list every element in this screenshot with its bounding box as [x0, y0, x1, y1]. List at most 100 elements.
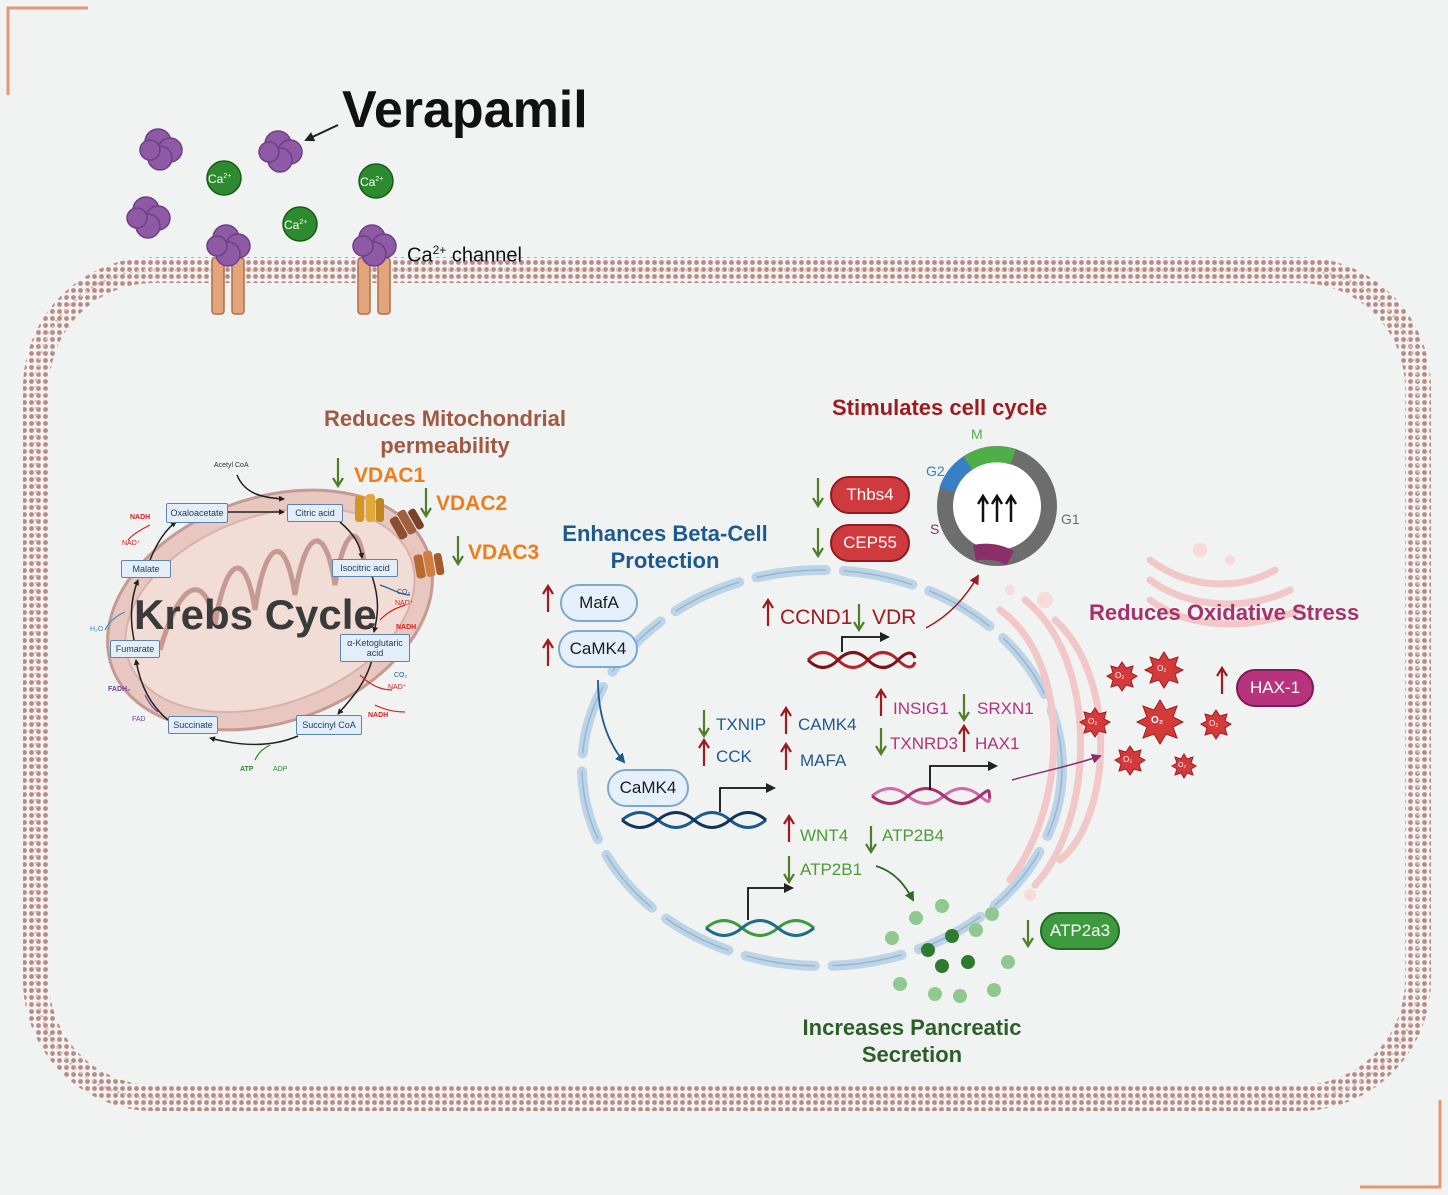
mito-heading: Reduces Mitochondrial permeability	[323, 406, 567, 458]
gene-cck: CCK	[716, 747, 752, 766]
atp-label: ATP	[240, 766, 254, 773]
ros-label: O₂	[1123, 755, 1133, 764]
camk4-pill: CaMK4	[558, 630, 638, 668]
verapamil-molecule	[139, 128, 183, 171]
calcium-ion-label: Ca2+	[208, 172, 232, 186]
ca-channel-left	[211, 257, 245, 315]
calcium-ion	[358, 163, 394, 199]
isocitric-acid-box: Isocitric acid	[332, 559, 398, 577]
fad-label: FAD	[132, 716, 146, 723]
transcription-arrows	[719, 632, 998, 920]
calcium-ion	[282, 206, 318, 242]
ros-label: O₂	[1178, 762, 1187, 769]
krebs-side-arrows	[104, 524, 411, 761]
h2o-label: H₂O	[90, 626, 104, 633]
acetyl-coa-label: Acetyl CoA	[214, 462, 249, 469]
dna-blue	[621, 811, 767, 829]
nuclear-camk4-pill: CaMK4	[607, 769, 689, 807]
nadh-label: NADH	[130, 514, 151, 521]
verapamil-arrow	[304, 124, 339, 142]
regulation-arrows	[332, 458, 1228, 949]
phase-m-label: M	[971, 426, 983, 442]
phase-g2-arc	[939, 456, 973, 493]
frame-corner-top-left	[6, 6, 88, 95]
oxidative-heading: Reduces Oxidative Stress	[1089, 600, 1360, 625]
ros-star	[1106, 661, 1138, 692]
verapamil-molecule	[258, 130, 303, 173]
golgi-apparatus	[996, 556, 1304, 889]
nucleus-outline	[581, 569, 1063, 967]
calcium-ion-label: Ca2+	[360, 175, 384, 189]
up-arrows	[542, 583, 1228, 842]
vdac3-channel	[413, 550, 445, 579]
secretion-heading: Increases Pancreatic Secretion	[802, 1015, 1022, 1067]
secretory-granules	[885, 899, 1015, 1003]
verapamil-molecules	[126, 128, 397, 267]
vdac1-channel	[355, 494, 384, 522]
calcium-ion-label: Ca2+	[284, 218, 308, 232]
vdac2-channel	[389, 508, 424, 540]
nadh-label: NADH	[396, 624, 417, 631]
down-arrows	[332, 458, 1034, 949]
gene-txnip: TXNIP	[716, 715, 767, 734]
mitochondrion	[106, 488, 434, 732]
gene-mafa: MAFA	[800, 751, 847, 770]
ros-star	[1200, 709, 1232, 740]
ros-label: O₂	[1115, 671, 1125, 680]
ros-particles	[1079, 651, 1232, 779]
ros-star	[1171, 753, 1197, 779]
cell-cycle-wheel	[937, 446, 1057, 566]
oxidative-arrow	[1011, 754, 1102, 781]
nad-label: NAD⁺	[122, 540, 141, 547]
frame-corner-bottom-right	[1360, 1100, 1442, 1189]
ros-label: O₂	[1088, 717, 1098, 726]
secretion-arrow	[875, 865, 914, 902]
ca-channel-label: Ca2+ channel	[407, 243, 522, 267]
cell-cycle-heading: Stimulates cell cycle	[832, 395, 1048, 420]
membrane-tails	[34, 268, 1420, 1100]
ros-star	[1135, 699, 1185, 745]
page-title: Verapamil	[342, 81, 588, 139]
malate-box: Malate	[121, 560, 171, 578]
nadh-label: NADH	[368, 712, 389, 719]
gene-atp2b1: ATP2B1	[800, 860, 863, 879]
vdac3-label: VDAC3	[468, 541, 540, 564]
phase-g2-label: G2	[926, 463, 945, 479]
thbs4-pill: Thbs4	[830, 476, 910, 514]
krebs-arrows	[130, 474, 379, 746]
co2-label: CO₂	[397, 589, 411, 596]
calcium-ion	[206, 160, 242, 196]
verapamil-molecule	[126, 196, 171, 239]
verapamil-molecule	[206, 224, 251, 267]
ca-channel-right	[357, 257, 391, 315]
vesicles	[1005, 543, 1235, 901]
ros-label: O₂	[1157, 664, 1167, 673]
gene-hax1: HAX1	[975, 734, 1020, 753]
mafa-pill: MafA	[560, 584, 638, 622]
phase-g1-label: G1	[1061, 511, 1080, 527]
ros-star	[1079, 707, 1111, 738]
atp2a3-pill: ATP2a3	[1040, 912, 1120, 950]
cep55-pill: CEP55	[830, 524, 910, 562]
ros-star	[1114, 745, 1146, 776]
dna-magenta	[871, 787, 992, 805]
dna-green	[705, 919, 815, 937]
gene-txnrd3: TXNRD3	[890, 734, 959, 753]
nad-label: NAD⁺	[395, 600, 414, 607]
camk4-translocation-arrow	[597, 679, 626, 764]
phase-m-arc	[963, 446, 1016, 470]
gene-ccnd1: CCND1	[780, 606, 853, 629]
nad-label: NAD⁺	[388, 684, 407, 691]
succinyl-coa-box: Succinyl CoA	[296, 715, 362, 735]
oxaloacetate-box: Oxaloacetate	[166, 503, 228, 523]
alpha-ketoglutaric-acid-box: α-Ketoglutaric acid	[340, 634, 410, 662]
succinate-box: Succinate	[168, 716, 218, 734]
beta-heading: Enhances Beta-Cell Protection	[562, 521, 768, 573]
gene-vdr: VDR	[872, 606, 917, 629]
calcium-ions	[206, 160, 394, 242]
verapamil-molecule	[352, 224, 397, 267]
ros-label: O₂	[1151, 715, 1164, 726]
hax1-pill: HAX-1	[1236, 669, 1314, 707]
gene-insig1: INSIG1	[893, 699, 949, 718]
